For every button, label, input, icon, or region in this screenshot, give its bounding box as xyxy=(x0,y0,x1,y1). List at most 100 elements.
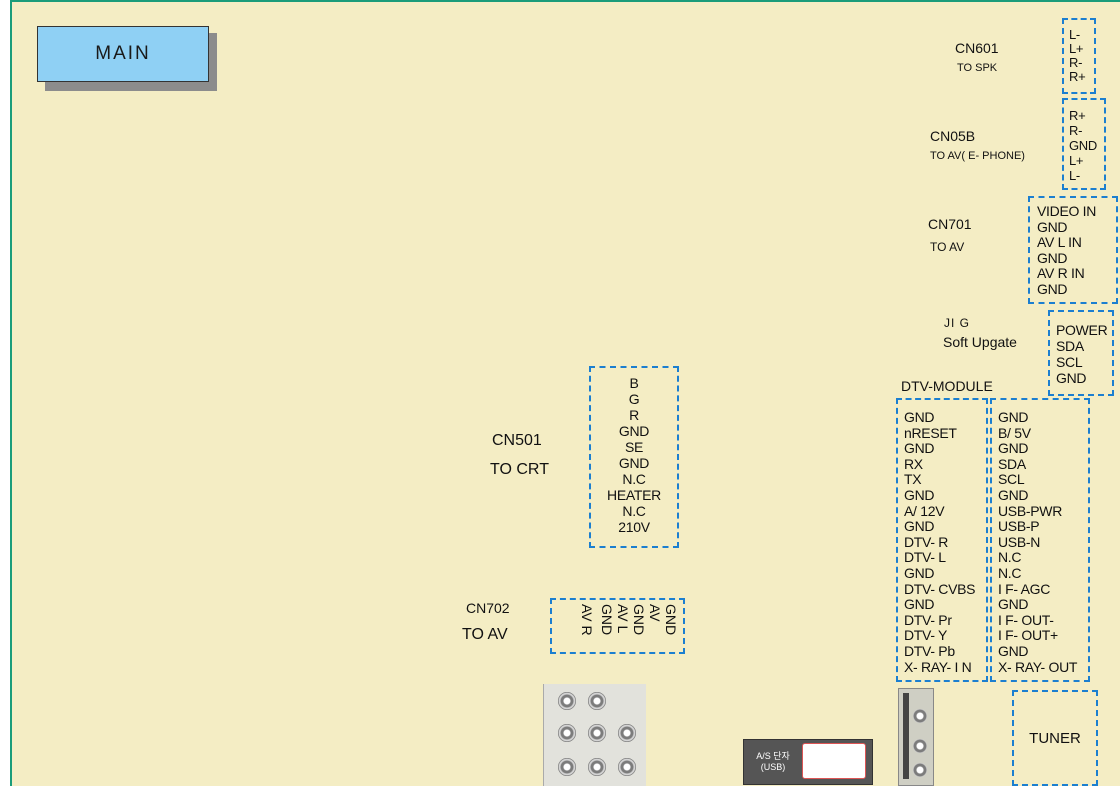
tuner-label: TUNER xyxy=(1012,730,1098,747)
dtv-right-pin: B/ 5V xyxy=(998,426,1077,442)
dtv-left-pin: GND xyxy=(904,597,975,613)
cn701-pin: GND xyxy=(1037,282,1096,298)
cn702-pin: AV L xyxy=(616,604,630,633)
cn601-pin: R- xyxy=(1069,56,1085,70)
cn05b-pin: L- xyxy=(1069,168,1097,183)
side-jack-strip xyxy=(898,688,934,786)
cn601-pins: L- L+ R- R+ xyxy=(1069,28,1085,84)
cn501-pin: GND xyxy=(589,455,679,471)
cn701-pin: GND xyxy=(1037,220,1096,236)
dtv-left-pin: GND xyxy=(904,488,975,504)
cn05b-pin: R+ xyxy=(1069,108,1097,123)
dtv-right-pin: GND xyxy=(998,597,1077,613)
usb-as-port: A/S 단자 (USB) xyxy=(743,739,873,785)
cn702-dest: TO AV xyxy=(462,626,508,644)
rca-jack xyxy=(558,724,576,742)
jig-dest: Soft Upgate xyxy=(943,334,1017,350)
dtv-left-pin: GND xyxy=(904,410,975,426)
dtv-left-pin: DTV- Pb xyxy=(904,644,975,660)
side-jack xyxy=(913,763,927,777)
cn702-pin: GND xyxy=(664,604,678,635)
cn701-pins: VIDEO IN GND AV L IN GND AV R IN GND xyxy=(1037,204,1096,297)
cn501-pin: GND xyxy=(589,423,679,439)
cn702-pins: GND AV GND AV L GND AV R xyxy=(560,604,678,650)
dtv-right-pin: N.C xyxy=(998,566,1077,582)
rca-jack xyxy=(588,724,606,742)
jig-pin: GND xyxy=(1056,370,1107,386)
dtv-left-pins: GND nRESET GND RX TX GND A/ 12V GND DTV-… xyxy=(904,410,975,675)
dtv-right-pin: USB-N xyxy=(998,535,1077,551)
dtv-left-pin: GND xyxy=(904,519,975,535)
rca-jack xyxy=(618,724,636,742)
rca-jack xyxy=(588,758,606,776)
cn701-pin: VIDEO IN xyxy=(1037,204,1096,220)
dtv-left-pin: DTV- CVBS xyxy=(904,582,975,598)
dtv-left-pin: nRESET xyxy=(904,426,975,442)
dtv-right-pin: I F- OUT+ xyxy=(998,628,1077,644)
cn501-pin: HEATER xyxy=(589,487,679,503)
cn701-pin: AV R IN xyxy=(1037,266,1096,282)
dtv-right-pin: GND xyxy=(998,441,1077,457)
dtv-right-pins: GND B/ 5V GND SDA SCL GND USB-PWR USB-P … xyxy=(998,410,1077,675)
cn601-pin: L- xyxy=(1069,28,1085,42)
cn501-pins: B G R GND SE GND N.C HEATER N.C 210V xyxy=(589,375,679,535)
cn05b-dest: TO AV( E- PHONE) xyxy=(930,150,1025,162)
cn501-pin: G xyxy=(589,391,679,407)
cn501-dest: TO CRT xyxy=(490,461,549,479)
dtv-right-pin: X- RAY- OUT xyxy=(998,660,1077,676)
rca-jack xyxy=(588,692,606,710)
rca-jack-panel xyxy=(543,684,646,786)
dtv-left-pin: GND xyxy=(904,441,975,457)
dtv-left-pin: A/ 12V xyxy=(904,504,975,520)
dtv-right-pin: GND xyxy=(998,644,1077,660)
rca-jack xyxy=(618,758,636,776)
side-strip-bar xyxy=(903,693,909,779)
dtv-right-pin: SDA xyxy=(998,457,1077,473)
jig-name: JI G xyxy=(944,316,970,330)
cn702-pin: AV R xyxy=(580,604,594,636)
cn601-name: CN601 xyxy=(955,40,999,56)
cn701-dest: TO AV xyxy=(930,240,964,254)
cn601-pin: R+ xyxy=(1069,70,1085,84)
main-badge: MAIN xyxy=(37,26,209,82)
cn05b-pins: R+ R- GND L+ L- xyxy=(1069,108,1097,183)
dtv-left-pin: GND xyxy=(904,566,975,582)
rca-jack xyxy=(558,692,576,710)
dtv-right-pin: USB-PWR xyxy=(998,504,1077,520)
rca-jack xyxy=(558,758,576,776)
dtv-left-pin: DTV- R xyxy=(904,535,975,551)
side-jack xyxy=(913,739,927,753)
dtv-right-pin: GND xyxy=(998,488,1077,504)
dtv-left-pin: DTV- L xyxy=(904,550,975,566)
usb-as-label: A/S 단자 (USB) xyxy=(750,751,796,773)
dtv-left-pin: DTV- Y xyxy=(904,628,975,644)
cn501-pin: R xyxy=(589,407,679,423)
cn501-pin: N.C xyxy=(589,471,679,487)
dtv-right-pin: SCL xyxy=(998,472,1077,488)
cn702-pin: GND xyxy=(632,604,646,635)
jig-pin: SDA xyxy=(1056,338,1107,354)
cn702-pin: AV xyxy=(648,604,662,622)
cn501-pin: B xyxy=(589,375,679,391)
jig-pin: SCL xyxy=(1056,354,1107,370)
dtv-right-pin: I F- OUT- xyxy=(998,613,1077,629)
dtv-right-pin: N.C xyxy=(998,550,1077,566)
usb-socket xyxy=(802,743,866,779)
cn501-name: CN501 xyxy=(492,432,542,450)
cn702-name: CN702 xyxy=(466,600,510,616)
cn05b-pin: GND xyxy=(1069,138,1097,153)
cn501-pin: N.C xyxy=(589,503,679,519)
cn501-pin: SE xyxy=(589,439,679,455)
jig-pins: POWER SDA SCL GND xyxy=(1056,322,1107,386)
cn501-pin: 210V xyxy=(589,519,679,535)
cn701-pin: AV L IN xyxy=(1037,235,1096,251)
dtv-left-pin: TX xyxy=(904,472,975,488)
dtv-module-name: DTV-MODULE xyxy=(901,378,993,394)
dtv-right-pin: GND xyxy=(998,410,1077,426)
dtv-left-pin: RX xyxy=(904,457,975,473)
cn601-dest: TO SPK xyxy=(957,62,997,74)
dtv-left-pin: X- RAY- I N xyxy=(904,660,975,676)
dtv-right-pin: I F- AGC xyxy=(998,582,1077,598)
dtv-left-pin: DTV- Pr xyxy=(904,613,975,629)
cn701-pin: GND xyxy=(1037,251,1096,267)
